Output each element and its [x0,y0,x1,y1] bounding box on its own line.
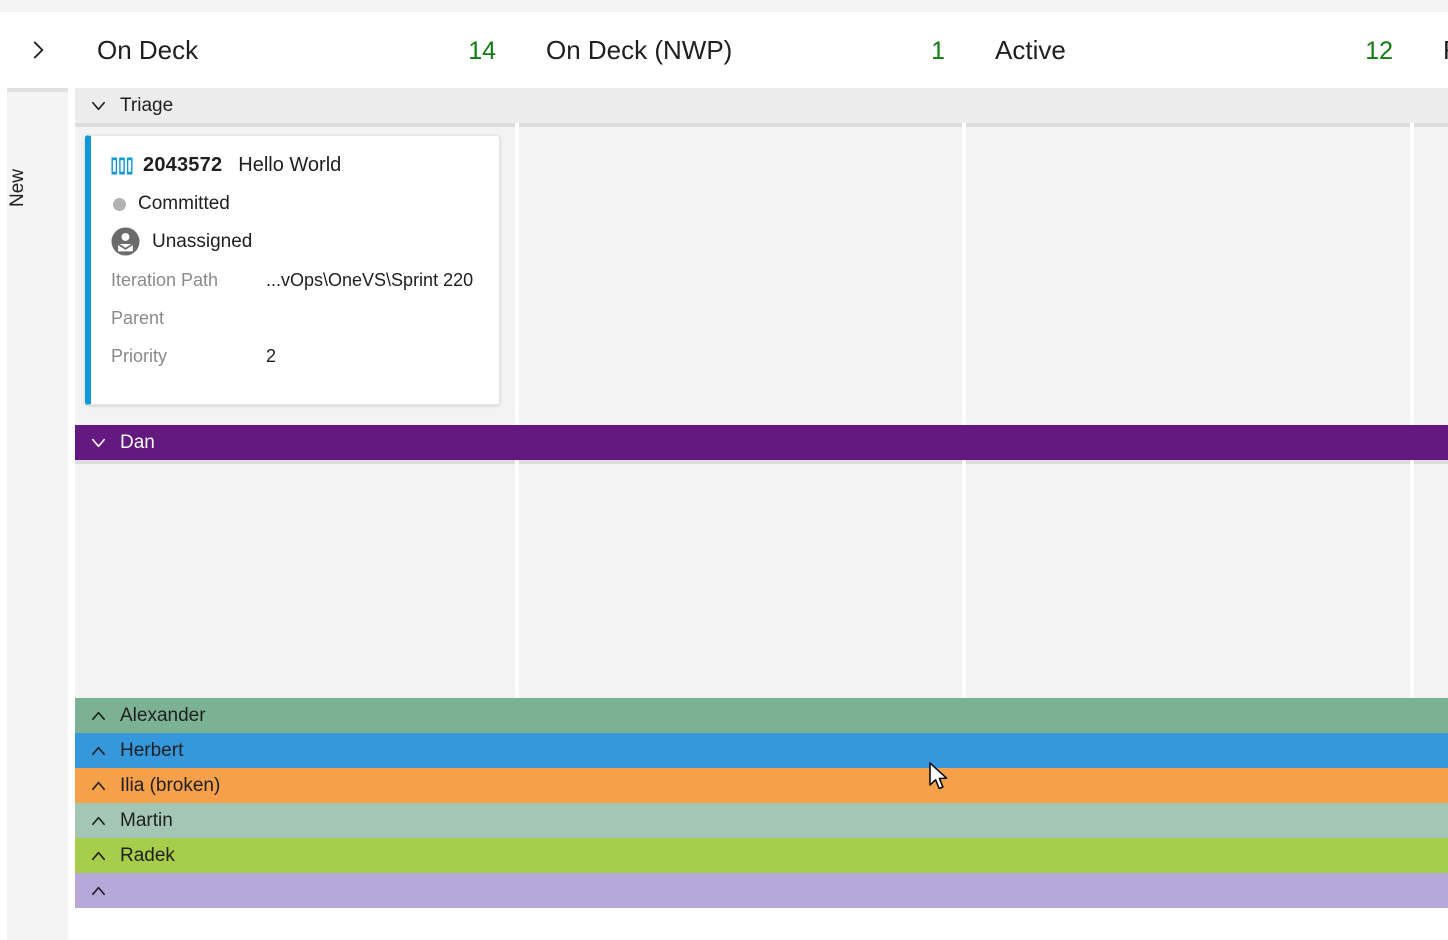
column-header-active[interactable]: Active 12 [971,12,1419,88]
drop-zone-column[interactable] [518,460,963,698]
chevron-up-icon [91,851,106,861]
chevron-right-icon [33,41,43,59]
swimlane-title: Martin [120,810,173,831]
drop-zone-column[interactable] [966,460,1411,698]
swimlane-header[interactable]: Radek [75,838,1448,873]
new-column-label: New [7,169,28,208]
swimlane-header[interactable]: Triage [75,88,1448,123]
card-field-label: Priority [111,346,168,366]
chevron-up-icon [91,746,106,756]
chevron-up-icon [91,886,106,896]
card-field-row: Priority 2 [111,346,479,384]
swimlane-header[interactable]: Dan [75,425,1448,460]
chevron-up-icon [91,816,106,826]
column-title: R [1443,12,1448,88]
card-title-row: 2043572 Hello World [111,154,479,177]
swimlane-header[interactable]: Herbert [75,733,1448,768]
card-field-label: Iteration Path [111,270,219,290]
swimlane-header[interactable]: Martin [75,803,1448,838]
card-state-row: Committed [111,193,479,215]
column-header-on-deck-nwp[interactable]: On Deck (NWP) 1 [522,12,971,88]
swimlane-title: Ilia (broken) [120,775,221,796]
card-field-label: Parent [111,308,165,328]
column-count: 14 [468,37,496,65]
column-title: Active [995,35,1066,65]
card-field-row: Parent [111,308,479,346]
column-header-on-deck[interactable]: On Deck 14 [75,12,522,88]
expand-rail-button[interactable] [0,12,75,88]
chevron-up-icon [91,711,106,721]
column-count: 12 [1365,37,1393,65]
card-id[interactable]: 2043572 [143,154,223,176]
card-assignee-row[interactable]: Unassigned [111,227,479,256]
unassigned-avatar-icon [111,227,140,256]
story-icon [111,157,133,174]
state-dot-icon [113,197,126,211]
card-field-value: ...vOps\OneVS\Sprint 220 [266,270,474,290]
column-title: On Deck [97,35,199,65]
chevron-down-icon [91,438,106,448]
swimlane-header[interactable]: Ilia (broken) [75,768,1448,803]
card-title: Hello World [238,154,342,176]
drop-zone-column[interactable] [75,460,515,698]
swimlane-title: Radek [120,845,175,866]
column-header-row: On Deck 14 On Deck (NWP) 1 Active 12 R [0,12,1448,88]
drop-zone-column[interactable] [966,123,1411,425]
drop-zone-column[interactable] [1414,123,1448,425]
card-field-row: Iteration Path ...vOps\OneVS\Sprint 220 [111,270,479,308]
drop-zone-column[interactable] [1414,460,1448,698]
swimlane-header[interactable] [75,873,1448,908]
card-field-value: 2 [266,346,277,366]
swimlane-title: Dan [120,432,155,453]
chevron-down-icon [91,101,106,111]
card-state: Committed [138,193,230,214]
column-count: 1 [931,37,945,65]
swimlane-header[interactable]: Alexander [75,698,1448,733]
column-header-resolved-partial[interactable]: R [1419,12,1448,88]
new-column-rail[interactable]: New [7,88,68,940]
swimlane-title: Alexander [120,705,206,726]
drop-zone-column[interactable] [518,123,963,425]
top-strip [0,0,1448,12]
swimlane-body [75,460,1448,698]
card-assignee: Unassigned [152,230,253,252]
column-title: On Deck (NWP) [546,35,733,65]
swimlane-title: Herbert [120,740,184,761]
swimlane-title: Triage [120,95,174,116]
chevron-up-icon [91,781,106,791]
